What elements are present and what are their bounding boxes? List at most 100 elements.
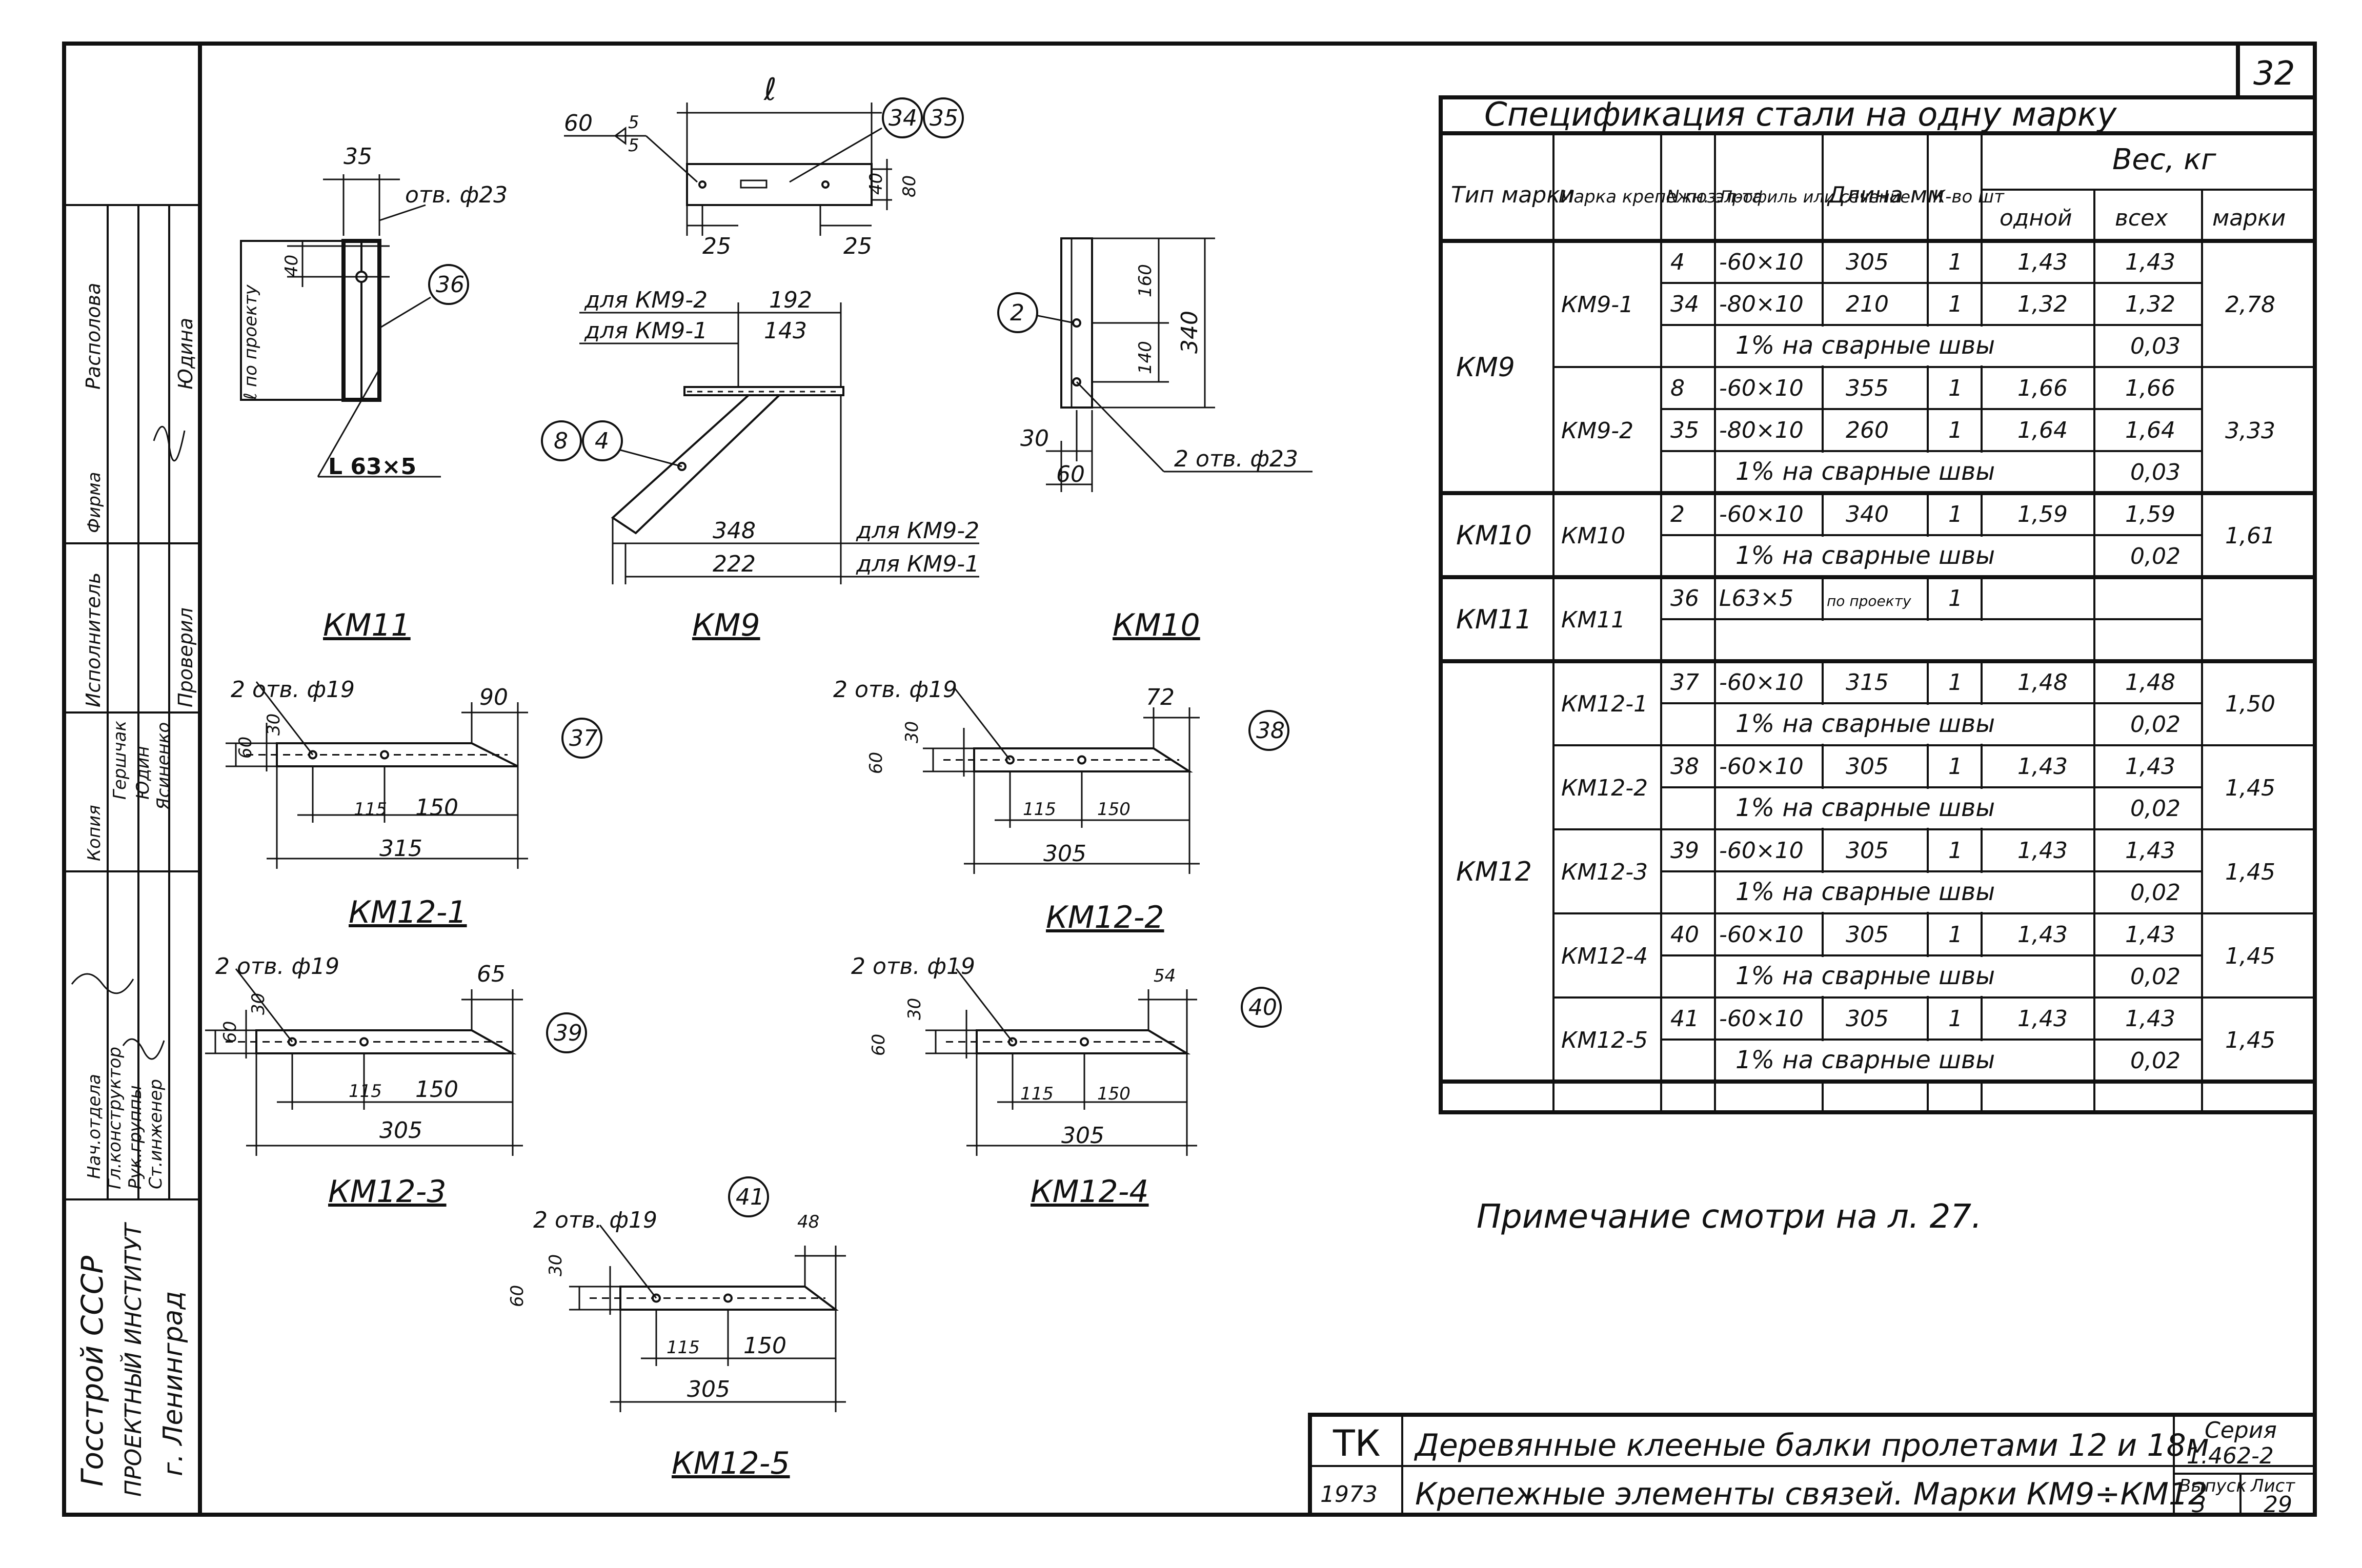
cell-weight-all: 1,64: [2125, 417, 2175, 443]
km11-hole-label: отв. ф23: [405, 182, 508, 208]
cell-weight-all: 1,59: [2125, 501, 2175, 527]
cell-mark: КМ9-1: [1561, 292, 1633, 318]
cell-length: 305: [1846, 754, 1889, 780]
km12-2-d150: 150: [1097, 799, 1130, 820]
stamp-names: Гершчак Юдин Ясиненко Юдина Располова Ко…: [82, 283, 197, 861]
series-value: 1.462-2: [2187, 1443, 2274, 1469]
name-1: Юдин: [133, 746, 153, 800]
km12-5-d30: 30: [546, 1254, 566, 1276]
km9-lbl-km92-top: для КМ9-2: [584, 287, 708, 313]
km12-4-d115: 115: [1020, 1084, 1054, 1104]
km12-3-tip: 65: [477, 961, 506, 987]
cell-pos: 4: [1670, 249, 1685, 275]
header-qty: К-во шт: [1933, 187, 2005, 207]
cell-pos: 38: [1670, 754, 1699, 780]
cell-weight-mark: 1,45: [2225, 859, 2275, 885]
cell-length: 305: [1846, 1006, 1889, 1032]
km9-weld-frac-bot: 5: [628, 135, 639, 156]
cell-weight-one: 1,43: [2017, 754, 2068, 780]
cell-weight-one: 1,32: [2017, 291, 2068, 317]
km12-3-pos: 39: [554, 1020, 582, 1046]
sign-label-0: Копия: [84, 805, 105, 861]
cell-mark: КМ12-2: [1561, 775, 1648, 801]
km9-weld-size: 60: [564, 110, 593, 136]
name-3: Юдина: [174, 318, 197, 390]
name-0: Гершчак: [110, 721, 130, 800]
km12-1-pos: 37: [569, 725, 598, 751]
cell-weight-all: 1,66: [2125, 375, 2175, 401]
cell-weld-label: 1% на сварные швы: [1735, 878, 1995, 906]
header-pos: N поз.: [1666, 187, 1722, 207]
cell-mark: КМ12-3: [1561, 859, 1648, 885]
km12-4-pos: 40: [1248, 994, 1277, 1021]
title-block-grid: [1308, 1413, 2317, 1517]
cell-mark: КМ12-4: [1561, 943, 1648, 969]
km12-3-d150: 150: [415, 1076, 458, 1103]
cell-profile: -60×10: [1719, 669, 1804, 696]
cell-weight-all: 1,43: [2125, 922, 2175, 948]
header-profile: Профиль или сечение: [1720, 187, 1910, 207]
cell-weld-value: 0,03: [2130, 333, 2181, 359]
km12-5-caption: КМ12-5: [672, 1445, 790, 1481]
cell-pos: 36: [1670, 585, 1699, 612]
drawing-km11: [240, 174, 441, 478]
cell-profile: -60×10: [1719, 501, 1804, 527]
header-type: Тип марки: [1451, 182, 1574, 208]
name-4: Располова: [82, 283, 105, 390]
cell-pos: 35: [1670, 417, 1699, 443]
title-line-2: Крепежные элементы связей. Марки КМ9÷КМ1…: [1415, 1476, 2208, 1512]
cell-weld-label: 1% на сварные швы: [1735, 1046, 1995, 1074]
merged-cell: [1717, 453, 2093, 492]
cell-profile: -60×10: [1719, 754, 1804, 780]
km10-pos-circle: [997, 292, 1038, 333]
cell-weld-value: 0,02: [2130, 711, 2181, 738]
dimension-line: [255, 681, 314, 756]
km12-4-caption: КМ12-4: [1031, 1174, 1149, 1210]
km12-1-d150: 150: [415, 795, 458, 821]
km12-3-total: 305: [379, 1117, 422, 1144]
bolt-hole: [380, 750, 389, 760]
km9-dim-25b: 25: [843, 233, 872, 259]
dimension-line: [953, 686, 1011, 761]
bolt-hole: [359, 1037, 369, 1047]
cell-pos: 2: [1670, 501, 1685, 527]
sheet-value: 29: [2264, 1492, 2292, 1518]
km12-1-caption: КМ12-1: [349, 894, 467, 930]
cell-weld-value: 0,02: [2130, 796, 2181, 822]
km12-2-caption: КМ12-2: [1046, 900, 1164, 935]
km9-lbl-km91-top: для КМ9-1: [584, 318, 708, 344]
cell-weld-value: 0,02: [2130, 543, 2181, 569]
cell-weld-value: 0,02: [2130, 880, 2181, 906]
cell-qty: 1: [1948, 417, 1963, 443]
cell-weld-value: 0,03: [2130, 459, 2181, 485]
km12-2-pos: 38: [1256, 718, 1285, 744]
km12-5-d150: 150: [743, 1333, 786, 1359]
km12-5-pos-circle: [728, 1176, 769, 1217]
cell-qty: 1: [1948, 291, 1963, 317]
cell-type: КМ10: [1456, 520, 1532, 551]
cell-weld-label: 1% на сварные швы: [1735, 541, 1995, 570]
km11-pos-circle: [428, 264, 469, 305]
note: Примечание смотри на л. 27.: [1477, 1198, 1982, 1236]
km12-5-tip: 48: [797, 1212, 819, 1232]
km12-3-d60: 60: [220, 1021, 240, 1043]
title-code: ТК: [1333, 1422, 1380, 1464]
km12-5-total: 305: [687, 1376, 730, 1402]
cell-mark: КМ12-1: [1561, 691, 1648, 717]
cell-weld-label: 1% на сварные швы: [1735, 793, 1995, 822]
title-year: 1973: [1320, 1481, 1378, 1508]
km11-caption: КМ11: [323, 607, 411, 643]
cell-weld-label: 1% на сварные швы: [1735, 709, 1995, 738]
cell-qty: 1: [1948, 922, 1963, 948]
km12-4-holes: 2 отв. ф19: [851, 953, 975, 980]
km12-5-d60: 60: [507, 1285, 528, 1307]
series-label: Серия: [2205, 1417, 2277, 1443]
km12-2-pos-circle: [1248, 710, 1289, 751]
org-line-2: ПРОЕКТНЫЙ ИНСТИТУТ: [119, 1222, 147, 1497]
cell-pos: 41: [1670, 1006, 1699, 1032]
cell-weld-value: 0,02: [2130, 964, 2181, 990]
km9-pos-circle-b: [923, 97, 964, 138]
km11-angle-label: L 63×5: [328, 454, 416, 480]
km9-pos-b: 35: [930, 105, 958, 131]
cell-weight-one: 1,43: [2017, 1006, 2068, 1032]
